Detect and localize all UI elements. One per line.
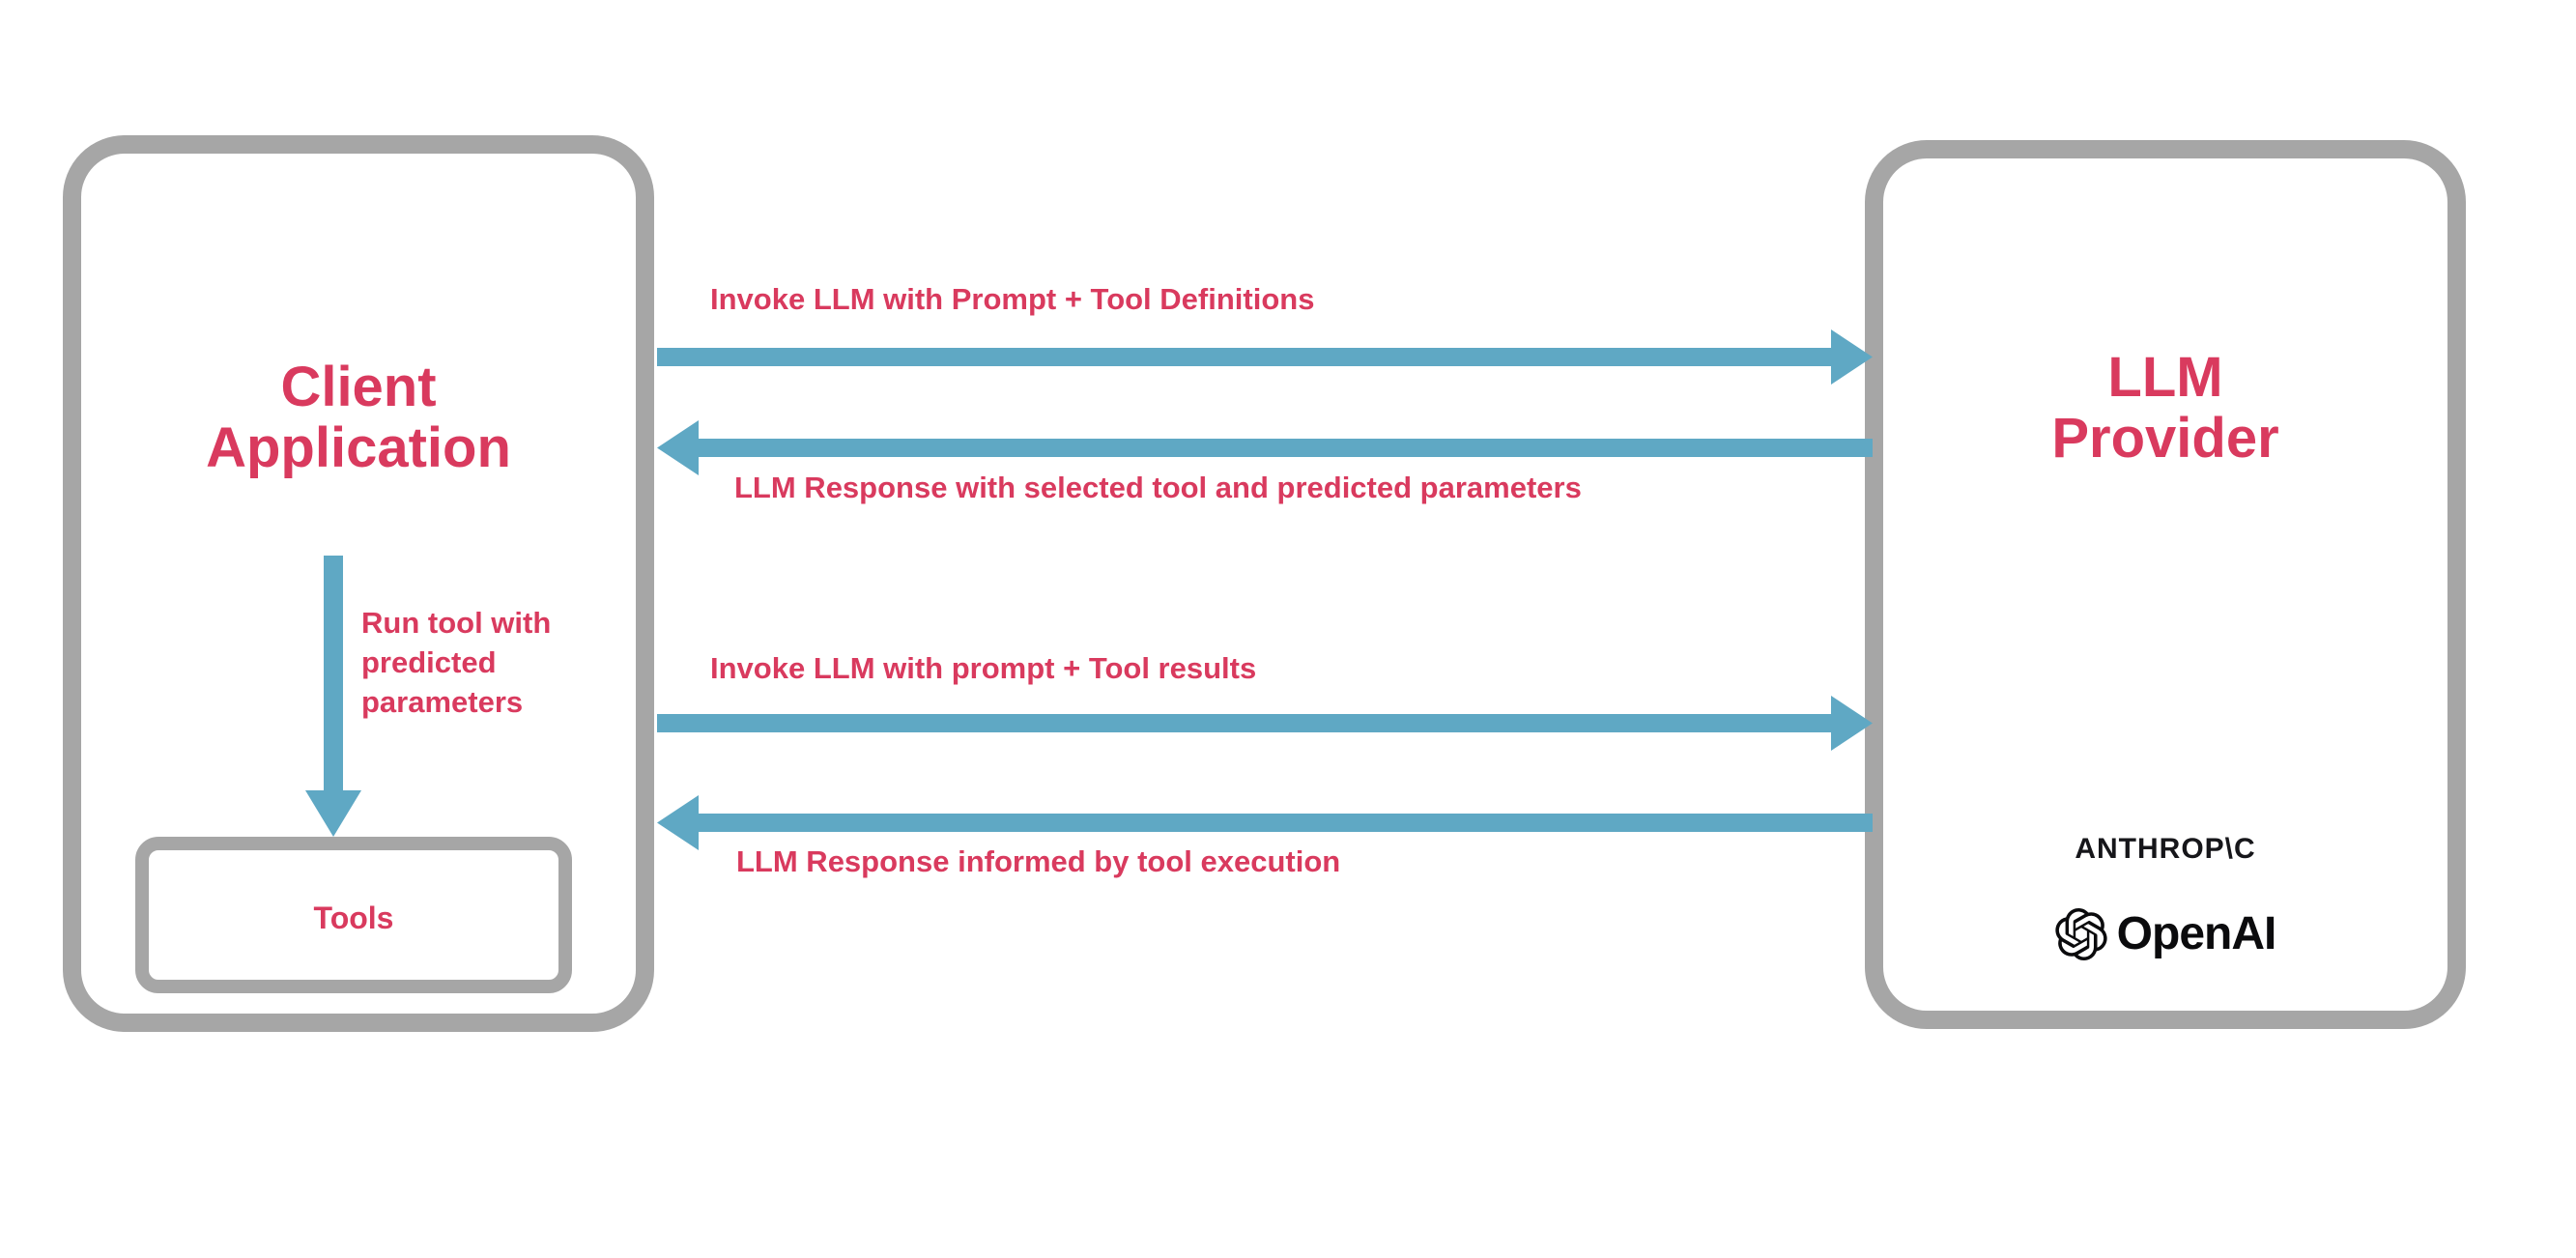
flow-label-4: LLM Response informed by tool execution <box>736 844 1341 878</box>
tools-label: Tools <box>313 901 394 935</box>
flow-arrow-2 <box>657 420 1873 475</box>
flow-label-3: Invoke LLM with prompt + Tool results <box>710 651 1257 685</box>
openai-wordmark: OpenAI <box>2116 908 2277 959</box>
llm-provider-box <box>1865 140 2466 1029</box>
openai-logo: OpenAI <box>1865 908 2466 960</box>
flow-arrow-4 <box>657 795 1873 850</box>
flow-arrow-3 <box>657 696 1873 751</box>
flow-label-2: LLM Response with selected tool and pred… <box>734 471 1582 504</box>
openai-mark-icon <box>2055 908 2107 960</box>
flow-arrow-1 <box>657 329 1873 385</box>
tools-box <box>135 837 572 993</box>
client-application-title: Client Application <box>206 356 511 479</box>
run-tool-label: Run tool with predicted parameters <box>361 606 552 719</box>
llm-provider-title: LLM Provider <box>2051 346 2279 470</box>
flow-label-1: Invoke LLM with Prompt + Tool Definition… <box>710 282 1315 316</box>
anthropic-logo: ANTHROP\C <box>2075 833 2256 865</box>
